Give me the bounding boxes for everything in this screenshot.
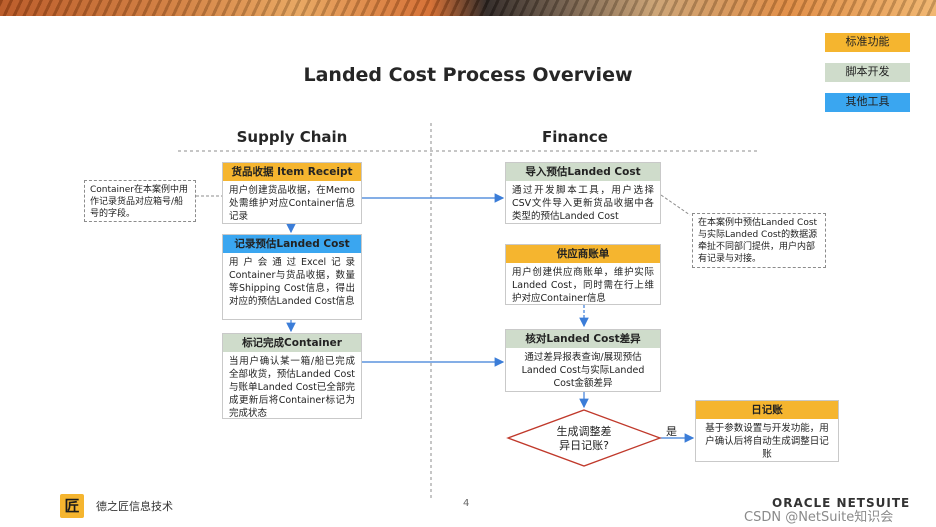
note-container-field: Container在本案例中用作记录货品对应箱号/船号的字段。 — [84, 180, 196, 222]
company-logo-icon: 匠 — [60, 494, 84, 518]
box-import-estimate: 导入预估Landed Cost 通过开发脚本工具，用户选择CSV文件导入更新货品… — [505, 162, 661, 224]
column-supply-chain: Supply Chain — [236, 128, 348, 146]
watermark-text: CSDN @NetSuite知识会 — [744, 510, 894, 525]
box-mark-complete-body: 当用户确认某一箱/船已完成全部收货，预估Landed Cost与账单Landed… — [229, 356, 355, 419]
box-reconcile: 核对Landed Cost差异 通过差异报表查询/展现预估Landed Cost… — [505, 329, 661, 392]
decision-line-2: 异日记账? — [559, 439, 609, 452]
box-record-estimate: 记录预估Landed Cost 用户会通过Excel记录Container与货品… — [222, 234, 362, 320]
legend-standard: 标准功能 — [825, 33, 910, 52]
page-number: 4 — [463, 498, 470, 509]
box-journal-body: 基于参数设置与开发功能，用户确认后将自动生成调整日记账 — [705, 423, 829, 460]
decision-line-1: 生成调整差 — [556, 425, 612, 438]
box-import-estimate-title: 导入预估Landed Cost — [506, 163, 660, 181]
decision-label: 生成调整差 异日记账? — [520, 425, 648, 453]
note-right-connector — [660, 194, 691, 216]
decision-diamond — [506, 409, 662, 467]
page-title: Landed Cost Process Overview — [303, 64, 633, 86]
box-item-receipt: 货品收据 Item Receipt 用户创建货品收据，在Memo处需维护对应Co… — [222, 162, 362, 224]
box-mark-complete: 标记完成Container 当用户确认某一箱/船已完成全部收货，预估Landed… — [222, 333, 362, 419]
top-banner-image — [0, 0, 936, 16]
brand-logo: ORACLE NETSUITE — [772, 496, 911, 510]
box-item-receipt-title: 货品收据 Item Receipt — [223, 163, 361, 181]
box-record-estimate-title: 记录预估Landed Cost — [223, 235, 361, 253]
box-reconcile-body: 通过差异报表查询/展现预估Landed Cost与实际Landed Cost金额… — [521, 352, 645, 389]
box-vendor-bill-body: 用户创建供应商账单，维护实际Landed Cost，同时需在行上维护对应Cont… — [512, 267, 654, 304]
box-reconcile-title: 核对Landed Cost差异 — [506, 330, 660, 348]
box-mark-complete-title: 标记完成Container — [223, 334, 361, 352]
legend-script: 脚本开发 — [825, 63, 910, 82]
box-record-estimate-body: 用户会通过Excel记录Container与货品收据，数量等Shipping C… — [229, 257, 355, 307]
box-import-estimate-body: 通过开发脚本工具，用户选择CSV文件导入更新货品收据中各类型的预估Landed … — [512, 185, 654, 222]
box-item-receipt-body: 用户创建货品收据，在Memo处需维护对应Container信息记录 — [229, 185, 355, 222]
box-journal-title: 日记账 — [696, 401, 838, 419]
box-vendor-bill-title: 供应商账单 — [506, 245, 660, 263]
company-name: 德之匠信息技术 — [96, 500, 173, 513]
column-finance: Finance — [542, 128, 608, 146]
box-vendor-bill: 供应商账单 用户创建供应商账单，维护实际Landed Cost，同时需在行上维护… — [505, 244, 661, 305]
note-data-source: 在本案例中预估Landed Cost与实际Landed Cost的数据源牵扯不同… — [692, 213, 826, 268]
box-journal: 日记账 基于参数设置与开发功能，用户确认后将自动生成调整日记账 — [695, 400, 839, 462]
yes-label: 是 — [666, 425, 677, 438]
legend-other-tools: 其他工具 — [825, 93, 910, 112]
